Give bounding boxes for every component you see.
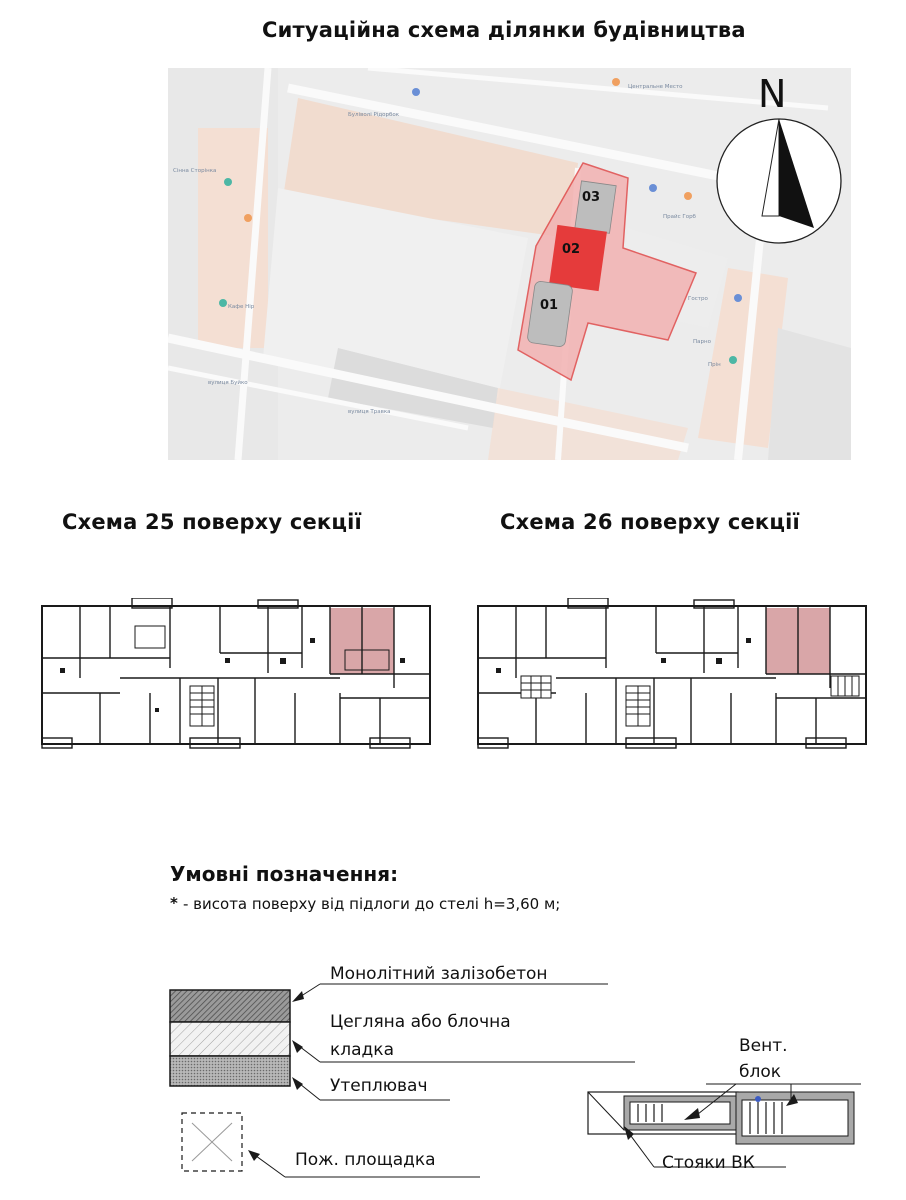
legend-masonry-label-1: Цегляна або блочна <box>330 1012 511 1032</box>
svg-text:Буліволі Рідорбок: Буліволі Рідорбок <box>348 112 400 118</box>
compass-icon <box>716 118 842 244</box>
floor-26-plan <box>477 598 867 749</box>
legend-title: Умовні позначення: <box>170 862 399 886</box>
north-label: N <box>758 72 787 116</box>
legend-monolith-label: Монолітний залізобетон <box>330 964 548 984</box>
svg-text:Сінна Сторінка: Сінна Сторінка <box>173 168 216 174</box>
svg-text:Кафе Нір: Кафе Нір <box>228 304 255 310</box>
situation-map: Буліволі Рідорбок Центральне Место Сінна… <box>168 68 851 460</box>
page-title: Ситуаційна схема ділянки будівництва <box>262 18 746 42</box>
section-03-label: 03 <box>582 190 601 205</box>
legend-vent-label-2: блок <box>739 1062 782 1082</box>
section-02 <box>549 224 607 292</box>
svg-text:Парно: Парно <box>693 339 712 345</box>
legend-insulation-label: Утеплювач <box>330 1076 428 1096</box>
section-01-label: 01 <box>540 298 559 313</box>
floor-25-plan <box>41 598 431 749</box>
svg-text:Центральне Место: Центральне Место <box>628 84 683 90</box>
svg-text:Прін: Прін <box>708 362 721 368</box>
section-02-label: 02 <box>562 242 581 257</box>
legend-fire-platform-label: Пож. площадка <box>295 1150 436 1170</box>
legend-masonry-label-2: кладка <box>330 1040 394 1060</box>
section-01 <box>527 281 573 347</box>
legend-note-text: - висота поверху від підлоги до стелі h=… <box>183 895 561 913</box>
section-03 <box>574 180 617 234</box>
vent-risers-diagram <box>587 1083 861 1168</box>
legend-swatches <box>169 983 635 1178</box>
svg-text:Гостро: Гостро <box>688 296 708 302</box>
svg-text:Прайс Горб: Прайс Горб <box>663 213 697 220</box>
svg-text:вулиця Травка: вулиця Травка <box>348 409 391 415</box>
legend-vent-label-1: Вент. <box>739 1036 788 1056</box>
legend-note-star: * <box>170 894 178 912</box>
floor-25-title: Схема 25 поверху секції <box>62 510 362 534</box>
svg-text:вулиця Буйко: вулиця Буйко <box>208 379 248 386</box>
map-canvas: Буліволі Рідорбок Центральне Место Сінна… <box>168 68 851 460</box>
legend-risers-label: Стояки ВК <box>662 1153 755 1173</box>
floor-26-title: Схема 26 поверху секції <box>500 510 800 534</box>
